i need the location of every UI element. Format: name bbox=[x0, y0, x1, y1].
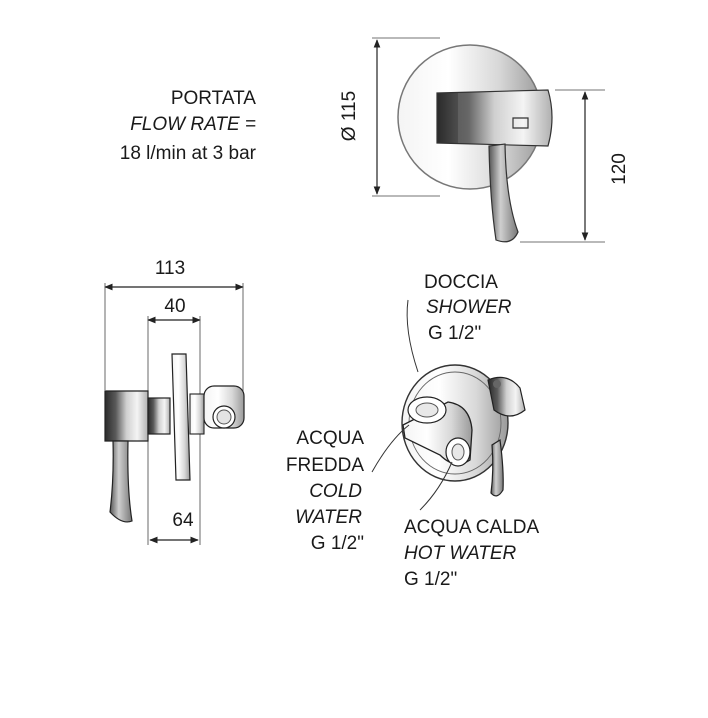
iso-lever bbox=[490, 438, 504, 497]
front-view bbox=[372, 37, 605, 243]
cold-size: G 1/2" bbox=[310, 533, 364, 554]
hot-label-it: ACQUA CALDA bbox=[404, 517, 540, 538]
hot-label-en: HOT WATER bbox=[404, 543, 517, 564]
shower-leader bbox=[406, 299, 419, 373]
height-label: 120 bbox=[609, 153, 630, 185]
depth-label: 64 bbox=[172, 510, 194, 531]
cold-label-en-1: COLD bbox=[309, 481, 362, 502]
handle-barrel bbox=[436, 89, 553, 147]
cold-leader bbox=[371, 424, 410, 473]
cold-label-it-1: ACQUA bbox=[296, 428, 364, 449]
cold-label-en-2: WATER bbox=[295, 507, 362, 528]
flow-value: 18 l/min at 3 bar bbox=[119, 143, 256, 164]
hot-leader bbox=[419, 461, 453, 511]
side-plate bbox=[171, 353, 191, 481]
side-handle bbox=[104, 390, 149, 442]
cold-label-it-2: FREDDA bbox=[285, 455, 364, 476]
total-width-label: 113 bbox=[154, 258, 186, 279]
inner-width-label: 40 bbox=[164, 296, 186, 317]
flow-label-it: PORTATA bbox=[170, 88, 256, 109]
shower-label-it: DOCCIA bbox=[424, 272, 498, 293]
handle-lever bbox=[488, 143, 519, 243]
hot-size: G 1/2" bbox=[404, 569, 458, 590]
shower-label-en: SHOWER bbox=[426, 297, 512, 318]
shower-size: G 1/2" bbox=[428, 323, 482, 344]
flow-label-en: FLOW RATE = bbox=[130, 114, 256, 135]
logo-mark bbox=[512, 117, 529, 129]
diameter-label: Ø 115 bbox=[339, 90, 360, 142]
iso-view bbox=[371, 299, 526, 511]
side-view bbox=[104, 283, 245, 545]
side-lever bbox=[109, 440, 133, 523]
